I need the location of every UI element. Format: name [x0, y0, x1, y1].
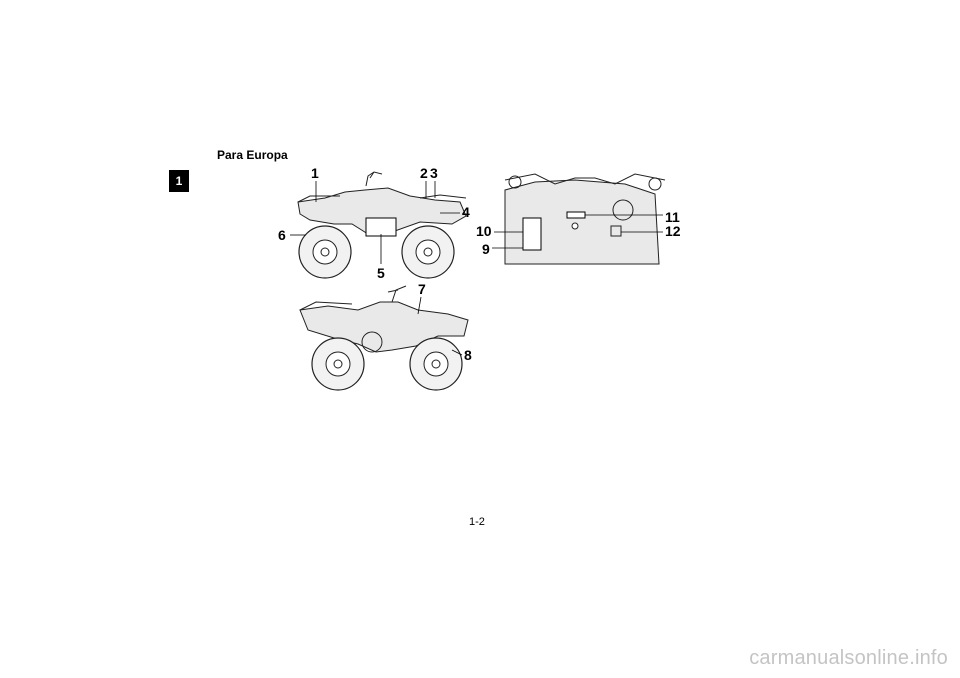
callout-5: 5 [377, 265, 385, 281]
callout-4: 4 [462, 204, 470, 220]
callout-11: 11 [665, 209, 680, 225]
callout-2: 2 [420, 165, 428, 181]
atv-top-illustration [504, 173, 666, 265]
watermark: carmanualsonline.info [749, 647, 948, 669]
atv-right-view-figure: 7 8 [299, 281, 472, 391]
page-number: 1-2 [469, 516, 485, 528]
callout-9: 9 [482, 241, 490, 257]
callout-12: 12 [665, 223, 681, 239]
atv-right-illustration [299, 285, 469, 391]
atv-left-view-figure: 1 2 3 4 5 6 [278, 165, 470, 281]
callout-8: 8 [464, 347, 472, 363]
chapter-tab: 1 [169, 170, 189, 192]
callout-6: 6 [278, 227, 286, 243]
callout-10: 10 [476, 223, 492, 239]
atv-left-illustration [297, 171, 467, 279]
callout-3: 3 [430, 165, 438, 181]
page-heading: Para Europa [217, 148, 288, 162]
atv-top-view-figure: 11 12 10 9 [476, 173, 681, 265]
callout-1: 1 [311, 165, 319, 181]
callout-7: 7 [418, 281, 426, 297]
